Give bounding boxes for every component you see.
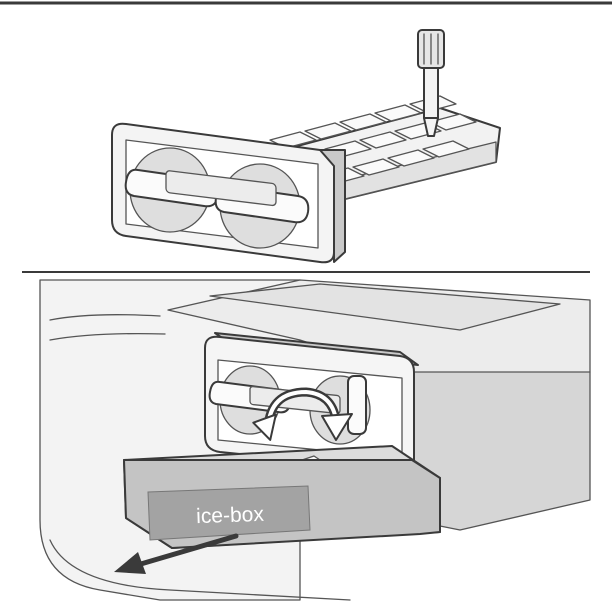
pull-arrow-icon [114, 533, 239, 574]
ice-cube-cells [269, 95, 477, 185]
ice-maker-tray-icon [111, 95, 501, 264]
ice-box-drawer: ice-box [123, 445, 441, 549]
ice-box-label-band [147, 485, 311, 541]
ice-box-label: ice-box [196, 503, 265, 528]
screwdriver-icon [417, 29, 445, 137]
rotate-arrow-icon [252, 387, 353, 441]
